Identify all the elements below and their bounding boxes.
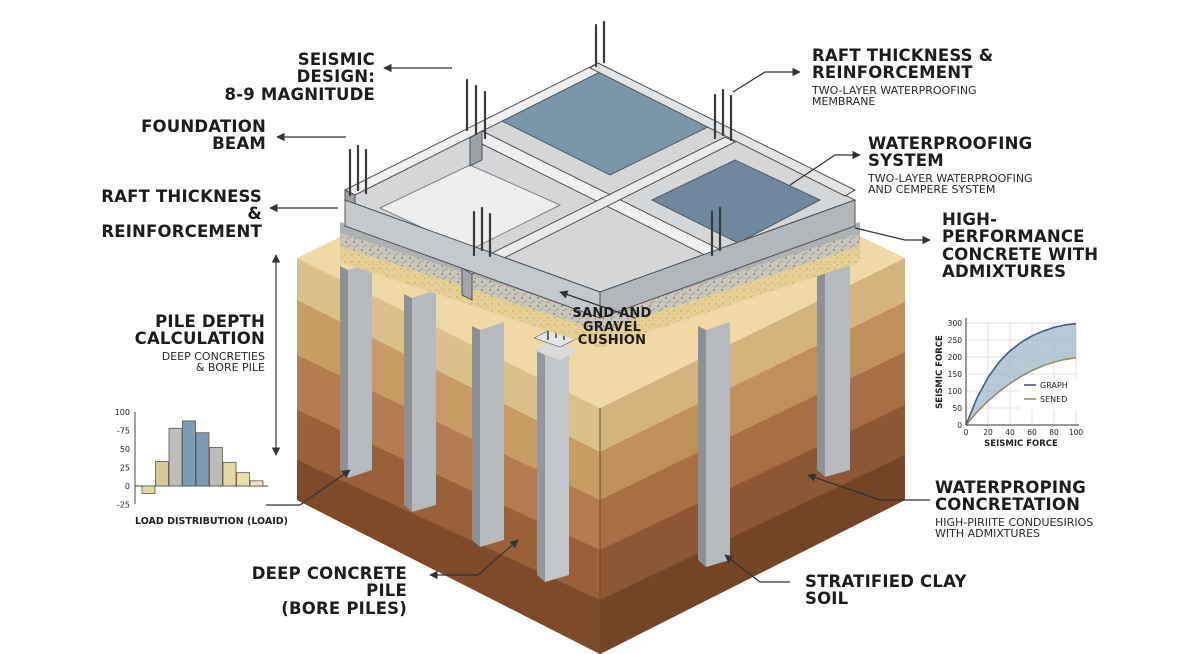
- load-bar: [168, 427, 183, 487]
- line-chart-y-tick: 300: [948, 319, 963, 328]
- label-foundation-beam-title: FOUNDATION BEAM: [141, 117, 266, 154]
- label-waterproping: WATERPROPING CONCRETATION HIGH-PIRIITE C…: [935, 479, 1125, 540]
- line-chart-x-tick: 100: [1069, 428, 1084, 437]
- bar-chart-y-tick: 100: [115, 408, 130, 417]
- piles: [340, 258, 850, 582]
- load-bar: [141, 485, 156, 494]
- label-deep-pile: DEEP CONCRETE PILE (BORE PILES): [215, 565, 407, 617]
- label-pile-depth-sub: DEEP CONCRETIES & BORE PILE: [161, 349, 265, 375]
- line-chart-x-tick: 60: [1027, 428, 1037, 437]
- line-chart-y-tick: 0: [957, 421, 962, 430]
- raft-structure: [343, 20, 857, 319]
- series-line-sened: [965, 356, 1077, 426]
- load-bar: [222, 461, 237, 487]
- label-waterproofing-system-title: WATERPROOFING SYSTEM: [868, 134, 1033, 171]
- bar-chart-title: LOAD DISTRIBUTION (LOAID): [135, 516, 288, 527]
- line-chart-x-tick: 0: [964, 428, 969, 437]
- load-bar: [236, 472, 250, 487]
- label-raft-right-sub: TWO-LAYER WATERPROOFING MEMBRANE: [812, 83, 977, 109]
- seismic-band-area: [966, 323, 1076, 425]
- label-high-performance-title: HIGH-PERFORMANCE CONCRETE WITH ADMIXTURE…: [942, 210, 1099, 281]
- label-raft-right: RAFT THICKNESS & REINFORCEMENT TWO-LAYER…: [812, 47, 1002, 108]
- load-bar: [182, 420, 196, 487]
- bar-chart-y-tick: 25: [120, 464, 130, 473]
- label-high-performance: HIGH-PERFORMANCE CONCRETE WITH ADMIXTURE…: [942, 211, 1117, 280]
- seismic-force-chart: 0 20 40 60 80 100 300 250 200 150 100 50 0 SEISMIC F…: [935, 318, 1083, 449]
- label-raft-left: RAFT THICKNESS & REINFORCEMENT: [90, 188, 262, 240]
- line-chart-y-tick: 200: [948, 353, 963, 362]
- leader-lines: [266, 63, 931, 583]
- line-chart-y-tick: 150: [948, 370, 963, 379]
- label-clay-soil-title: STRATIFIED CLAY SOIL: [805, 572, 967, 609]
- label-pile-depth: PILE DEPTH CALCULATION DEEP CONCRETIES &…: [120, 313, 265, 374]
- label-raft-right-title: RAFT THICKNESS & REINFORCEMENT: [812, 46, 994, 83]
- label-raft-left-title: RAFT THICKNESS & REINFORCEMENT: [101, 187, 262, 241]
- label-seismic-design-title: SEISMIC DESIGN: 8-9 MAGNITUDE: [224, 50, 375, 104]
- line-chart-y-tick: 250: [948, 336, 963, 345]
- line-chart-y-tick: 50: [952, 404, 962, 413]
- bar-chart-y-tick: 0: [125, 482, 130, 491]
- load-bar: [195, 432, 210, 487]
- series-line-graph: [965, 322, 1077, 426]
- load-bar: [249, 480, 264, 487]
- bar-chart-y-tick: 50: [120, 445, 130, 454]
- load-distribution-chart: 100 -75 50 25 0 -25 LOAD DISTRIBUTION (LOAID): [115, 408, 288, 527]
- label-sand-gravel-title: SAND AND GRAVEL CUSHION: [572, 306, 652, 349]
- line-chart-x-label: SEISMIC FORCE: [984, 439, 1058, 449]
- label-clay-soil: STRATIFIED CLAY SOIL: [805, 573, 1005, 608]
- label-foundation-beam: FOUNDATION BEAM: [120, 118, 266, 153]
- label-waterproofing-system: WATERPROOFING SYSTEM TWO-LAYER WATERPROO…: [868, 135, 1098, 196]
- label-waterproofing-system-sub: TWO-LAYER WATERPROOFING AND CEMPERE SYST…: [868, 171, 1033, 197]
- bar-chart-y-tick: -25: [117, 501, 130, 510]
- line-chart-y-tick: 100: [948, 387, 963, 396]
- label-pile-depth-title: PILE DEPTH CALCULATION: [134, 312, 265, 349]
- label-deep-pile-title: DEEP CONCRETE PILE (BORE PILES): [251, 564, 407, 618]
- label-waterproping-sub: HIGH-PIRIITE CONDUESIRIOS WITH ADMIXTURE…: [935, 515, 1094, 541]
- label-seismic-design: SEISMIC DESIGN: 8-9 MAGNITUDE: [215, 51, 375, 103]
- line-chart-x-tick: 80: [1049, 428, 1059, 437]
- line-chart-x-tick: 40: [1005, 428, 1015, 437]
- load-bar: [155, 461, 169, 487]
- load-bar: [209, 447, 223, 487]
- label-waterproping-title: WATERPROPING CONCRETATION: [935, 478, 1086, 515]
- legend-label-graph: GRAPH: [1040, 381, 1068, 390]
- line-chart-y-label: SEISMIC FORCE: [935, 335, 945, 409]
- label-sand-gravel: SAND AND GRAVEL CUSHION: [562, 307, 662, 348]
- line-chart-x-tick: 20: [983, 428, 993, 437]
- bar-chart-y-tick: -75: [117, 427, 130, 436]
- legend-label-sened: SENED: [1040, 395, 1067, 404]
